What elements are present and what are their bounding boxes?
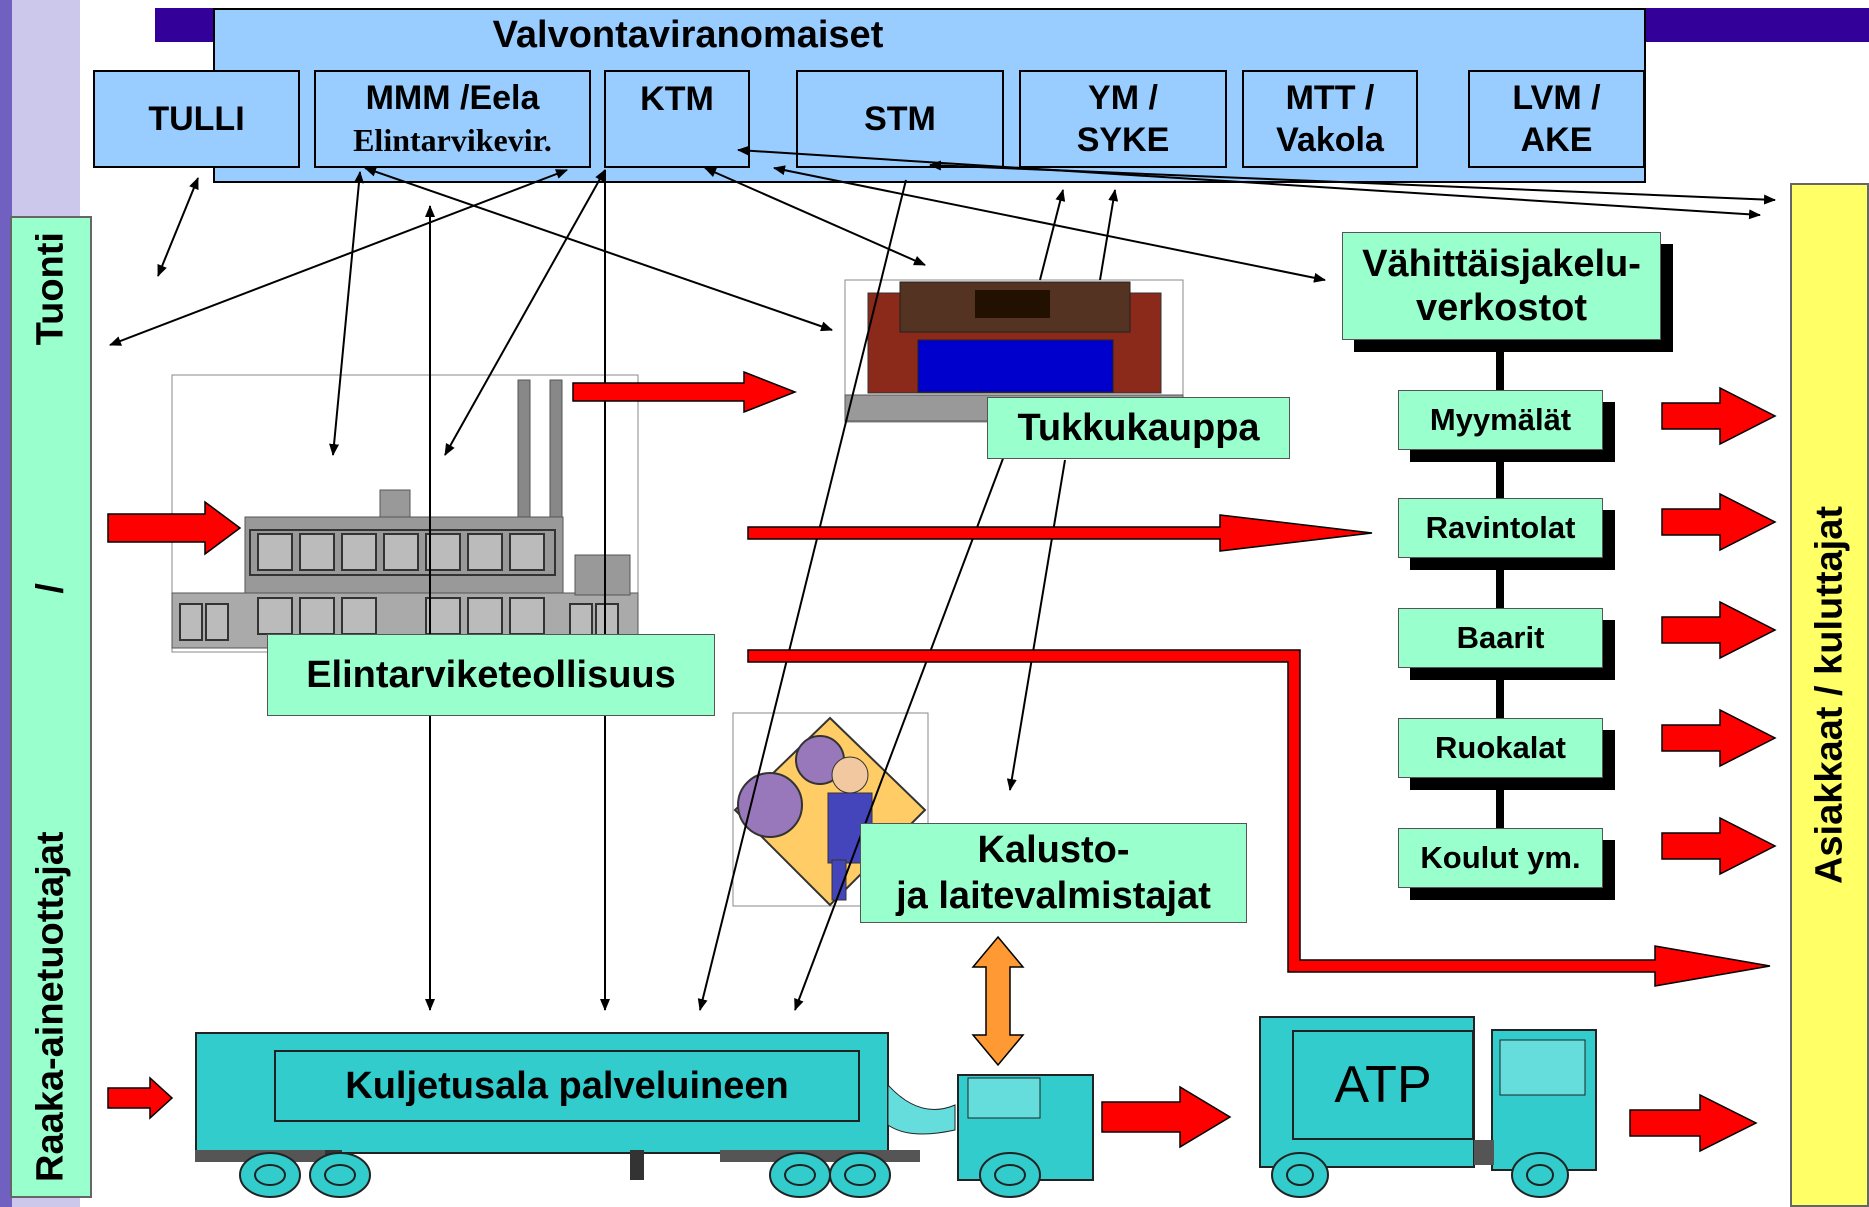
flow-arrow xyxy=(1661,386,1777,446)
authority-tulli[interactable]: TULLI xyxy=(93,70,300,168)
double-arrow xyxy=(971,935,1025,1067)
authority-sub: Elintarvikevir. xyxy=(353,122,552,158)
flow-arrow xyxy=(747,649,1771,987)
flow-arrow xyxy=(1661,708,1777,768)
authority-label: LVM / xyxy=(1512,79,1601,117)
flow-arrow xyxy=(107,500,242,556)
authority-label: TULLI xyxy=(148,100,245,138)
flow-arrow xyxy=(1661,600,1777,660)
flow-arrow xyxy=(107,1076,174,1120)
authority-label: YM / xyxy=(1088,79,1158,117)
node-transport[interactable]: Kuljetusala palveluineen xyxy=(274,1050,860,1122)
authority-label: MMM /Eela xyxy=(365,79,540,117)
outlet-label: Myymälät xyxy=(1429,402,1572,437)
flow-arrow xyxy=(1101,1085,1232,1149)
transport-truck xyxy=(195,1032,1094,1198)
factory-illustration xyxy=(171,374,639,653)
node-label: verkostot xyxy=(1415,287,1588,329)
flow-arrow xyxy=(747,514,1373,552)
flow-arrow xyxy=(1629,1093,1758,1153)
outlet-myymalat[interactable]: Myymälät xyxy=(1398,390,1603,450)
node-label: Elintarviketeollisuus xyxy=(306,653,676,696)
atp-truck xyxy=(1259,1016,1597,1198)
node-label: Kuljetusala palveluineen xyxy=(345,1064,789,1107)
outlet-label: Ruokalat xyxy=(1435,730,1566,765)
flow-arrow xyxy=(572,370,798,414)
node-label: Tukkukauppa xyxy=(1017,406,1260,449)
control-arrows xyxy=(109,145,1776,1011)
node-equipment[interactable]: Kalusto- ja laitevalmistajat xyxy=(860,823,1247,923)
flow-arrow xyxy=(1661,816,1777,876)
node-label: ATP xyxy=(1334,1056,1432,1114)
outlet-baarit[interactable]: Baarit xyxy=(1398,608,1603,668)
node-industry[interactable]: Elintarviketeollisuus xyxy=(267,634,715,716)
authority-label: MTT / xyxy=(1285,79,1375,117)
outlet-label: Koulut ym. xyxy=(1420,840,1581,875)
node-retail[interactable]: Vähittäisjakelu- verkostot xyxy=(1342,232,1661,340)
outlet-ruokalat[interactable]: Ruokalat xyxy=(1398,718,1603,778)
producers-import-bar: Raaka-ainetuottajat / Tuonti xyxy=(10,216,92,1198)
outlet-label: Baarit xyxy=(1456,620,1545,655)
outlet-ravintolat[interactable]: Ravintolat xyxy=(1398,498,1603,558)
node-label: Vähittäisjakelu- xyxy=(1362,243,1641,285)
node-label: Kalusto- xyxy=(977,829,1130,871)
outlet-label: Ravintolat xyxy=(1425,510,1576,545)
customers-bar: Asiakkaat / kuluttajat xyxy=(1790,183,1869,1207)
outlet-koulut[interactable]: Koulut ym. xyxy=(1398,828,1603,888)
flow-arrows xyxy=(107,370,1777,1153)
authority-label: STM xyxy=(864,100,936,138)
authority-label: KTM xyxy=(640,80,714,118)
node-label: ja laitevalmistajat xyxy=(896,875,1211,917)
flow-arrow xyxy=(1661,492,1777,552)
node-wholesale[interactable]: Tukkukauppa xyxy=(987,397,1290,459)
node-atp[interactable]: ATP xyxy=(1292,1030,1474,1140)
left-decor-dark xyxy=(0,0,12,1207)
authorities-title: Valvontaviranomaiset xyxy=(492,14,884,56)
authority-ktm[interactable]: KTM xyxy=(604,70,750,168)
